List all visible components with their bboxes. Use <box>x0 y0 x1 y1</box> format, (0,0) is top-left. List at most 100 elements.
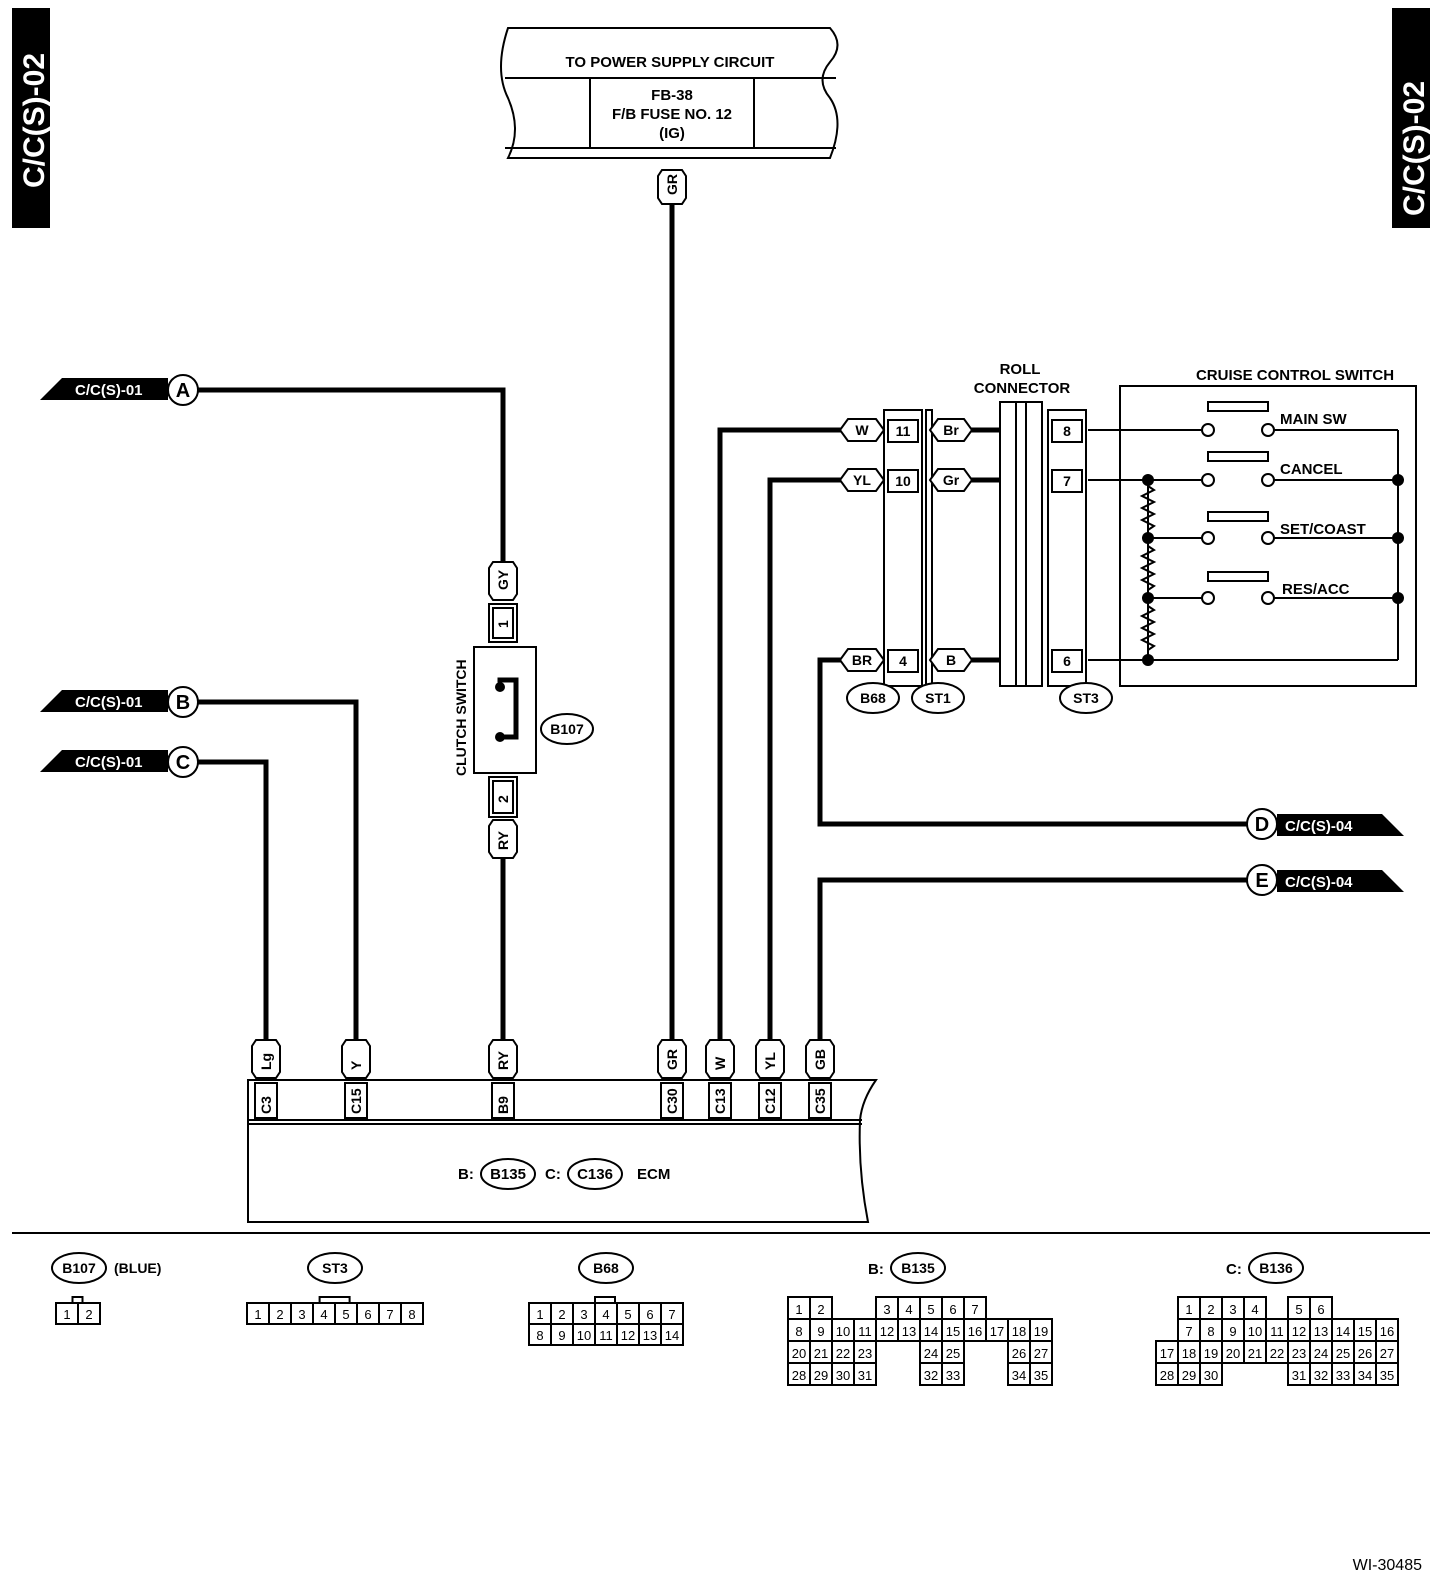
st1-wire-b: B <box>946 652 956 668</box>
power-supply-line1: FB-38 <box>651 87 693 104</box>
pin-cell <box>941 1362 965 1386</box>
ref-left-c-letter: C <box>176 752 190 774</box>
pin-number: 12 <box>621 1328 635 1343</box>
clutch-wire-bottom: RY <box>495 830 511 850</box>
st3-pin-7: 7 <box>1063 473 1071 489</box>
wire-yl-ecm <box>767 477 843 1043</box>
pin-number: 4 <box>320 1307 327 1322</box>
ecm-pin-box <box>344 1082 368 1119</box>
pin-number: 14 <box>1336 1324 1350 1339</box>
pin-number: 22 <box>1270 1346 1284 1361</box>
pin-number: 19 <box>1034 1324 1048 1339</box>
roll-connector-label-2: CONNECTOR <box>974 380 1071 397</box>
legend-b107-name: B107 <box>62 1260 96 1276</box>
ecm-wire-label: YL <box>762 1052 778 1070</box>
wire-c-ecm <box>197 759 269 1043</box>
pin-number: 8 <box>1207 1324 1214 1339</box>
pin-number: 9 <box>558 1328 565 1343</box>
legend-b136-prefix: C: <box>1226 1261 1242 1278</box>
pin-number: 11 <box>599 1328 613 1343</box>
pin-number: 28 <box>1160 1368 1174 1383</box>
pin-cell <box>77 1302 101 1325</box>
pin-number: 24 <box>1314 1346 1328 1361</box>
ref-left-a-letter: A <box>176 380 190 402</box>
switch-cancel: CANCEL <box>1201 451 1398 487</box>
pin-number: 8 <box>795 1324 802 1339</box>
pin-number: 34 <box>1358 1368 1372 1383</box>
pin-number: 5 <box>624 1307 631 1322</box>
legend-b68-name: B68 <box>593 1260 619 1276</box>
legend-b135-prefix: B: <box>868 1261 884 1278</box>
switch-set-coast-label: SET/COAST <box>1280 521 1366 538</box>
ref-right-e: E C/C(S)-04 <box>1246 864 1404 896</box>
pin-number: 12 <box>1292 1324 1306 1339</box>
pin-number: 30 <box>1204 1368 1218 1383</box>
pin-number: 5 <box>1295 1302 1302 1317</box>
ecm-pin-label: C15 <box>348 1088 364 1114</box>
b68-wire-br: BR <box>852 652 872 668</box>
pin-number: 11 <box>858 1324 872 1339</box>
pin-number: 17 <box>990 1324 1004 1339</box>
connector-key <box>71 1296 84 1304</box>
pin-number: 1 <box>795 1302 802 1317</box>
pin-number: 31 <box>858 1368 872 1383</box>
ecm-conn-c136: C136 <box>577 1166 613 1183</box>
ecm-wire-tag <box>488 1039 518 1079</box>
st1-wire-gr: Gr <box>943 472 960 488</box>
ecm-pin-box <box>708 1082 732 1119</box>
ecm-b-prefix: B: <box>458 1166 474 1183</box>
pin-cell <box>1199 1362 1223 1386</box>
switch-res-acc-label: RES/ACC <box>1282 581 1350 598</box>
wire-a-clutch <box>197 387 506 563</box>
ecm-wire-tag <box>341 1039 371 1079</box>
pin-cell <box>1029 1362 1053 1386</box>
pin-number: 20 <box>792 1346 806 1361</box>
pin-number: 23 <box>1292 1346 1306 1361</box>
side-tab-left-label: C/C(S)-02 <box>18 53 51 188</box>
clutch-switch-label: CLUTCH SWITCH <box>453 659 469 776</box>
switch-res-acc: RES/ACC <box>1201 571 1398 605</box>
pin-number: 18 <box>1012 1324 1026 1339</box>
b68-wire-w: W <box>855 422 869 438</box>
pin-number: 2 <box>1207 1302 1214 1317</box>
pin-number: 22 <box>836 1346 850 1361</box>
ecm-wire-label: W <box>712 1056 728 1070</box>
pin-number: 7 <box>386 1307 393 1322</box>
ecm-wire-tag <box>657 1039 687 1079</box>
connector-st1: ST1 <box>925 690 951 706</box>
clutch-pin-top: 1 <box>495 620 511 628</box>
side-tab-left: C/C(S)-02 <box>12 8 51 228</box>
pin-number: 33 <box>1336 1368 1350 1383</box>
power-supply-title: TO POWER SUPPLY CIRCUIT <box>566 54 775 71</box>
pin-number: 26 <box>1358 1346 1372 1361</box>
clutch-connector-b107: B107 <box>550 721 584 737</box>
pin-number: 10 <box>836 1324 850 1339</box>
roll-connector-label-1: ROLL <box>1000 361 1041 378</box>
ref-right-e-label: C/C(S)-04 <box>1285 874 1353 891</box>
ecm-wire-label: RY <box>495 1050 511 1070</box>
pin-number: 14 <box>665 1328 679 1343</box>
pin-number: 30 <box>836 1368 850 1383</box>
ref-left-b-letter: B <box>176 692 190 714</box>
wire-br-d <box>817 657 1251 827</box>
pin-number: 35 <box>1034 1368 1048 1383</box>
pin-cell <box>1375 1362 1399 1386</box>
clutch-wire-top: GY <box>495 569 511 590</box>
power-supply-box: TO POWER SUPPLY CIRCUIT FB-38 F/B FUSE N… <box>500 27 839 159</box>
pin-number: 29 <box>814 1368 828 1383</box>
ecm-pin-box <box>808 1082 832 1119</box>
connector-key <box>594 1296 616 1304</box>
pin-number: 23 <box>858 1346 872 1361</box>
connector-key <box>318 1296 351 1304</box>
ref-left-c-label: C/C(S)-01 <box>75 754 143 771</box>
pin-number: 9 <box>1229 1324 1236 1339</box>
switch-main-label: MAIN SW <box>1280 411 1348 428</box>
pin-number: 4 <box>1251 1302 1258 1317</box>
pin-number: 27 <box>1034 1346 1048 1361</box>
b68-pin-4: 4 <box>899 653 907 669</box>
